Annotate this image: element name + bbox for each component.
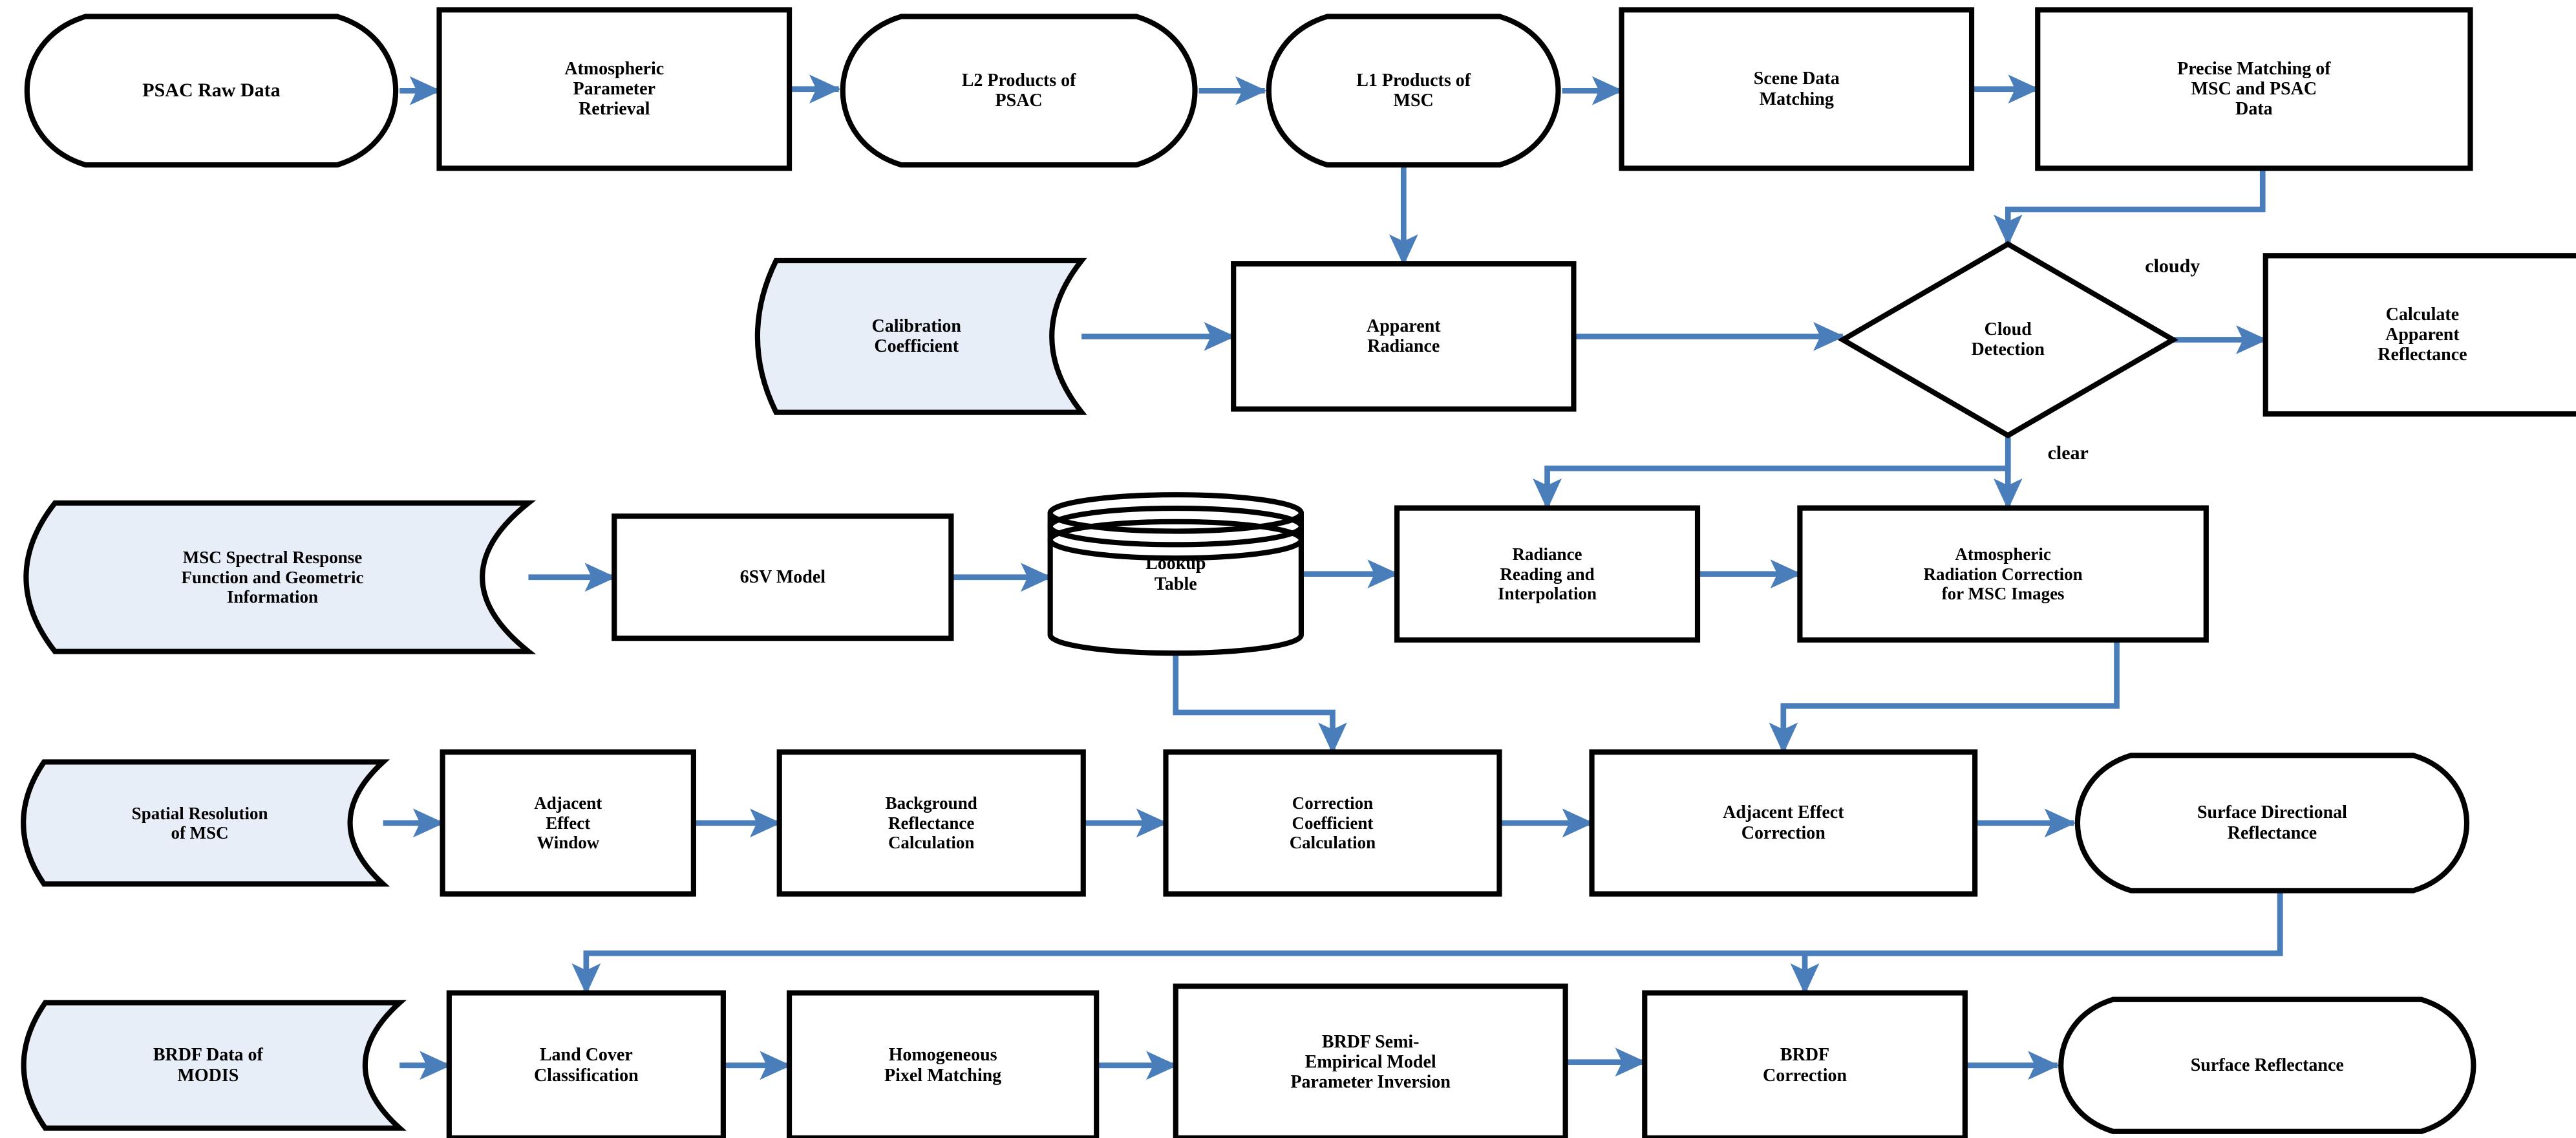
edges-layer: [383, 74, 2283, 1080]
node-adjacent-effect-win[interactable]: [440, 749, 696, 897]
node-brdf-correction[interactable]: [1642, 990, 1968, 1138]
node-surface-dir-refl[interactable]: [2074, 753, 2470, 894]
node-homog-pixel-match[interactable]: [786, 990, 1100, 1138]
nodes-layer: [21, 7, 2576, 1138]
node-brdf-semi-emp[interactable]: [1173, 983, 1568, 1138]
node-l2-products-psac[interactable]: [840, 14, 1198, 168]
node-land-cover-class[interactable]: [446, 990, 726, 1138]
node-surface-reflectance[interactable]: [2058, 996, 2476, 1134]
node-calibration-coeff[interactable]: [754, 257, 1087, 415]
node-psac-raw-data[interactable]: [24, 14, 399, 168]
edge-label-cloudy: cloudy: [2145, 255, 2200, 277]
node-scene-data-matching[interactable]: [1619, 7, 1975, 171]
edge-label-clear: clear: [2047, 442, 2089, 464]
node-sixsv-model[interactable]: [612, 513, 954, 641]
node-l1-products-msc[interactable]: [1266, 14, 1561, 168]
node-precise-matching[interactable]: [2035, 7, 2473, 171]
node-atmos-param-retrieval[interactable]: [436, 7, 793, 171]
node-lookup-table[interactable]: [1047, 492, 1304, 656]
node-apparent-radiance[interactable]: [1231, 261, 1577, 412]
node-adjacent-effect-corr[interactable]: [1589, 749, 1978, 897]
node-radiance-reading[interactable]: [1394, 505, 1701, 643]
node-brdf-data-modis[interactable]: [21, 1000, 407, 1131]
node-spatial-resolution[interactable]: [21, 759, 390, 887]
node-msc-spectral-resp[interactable]: [23, 500, 537, 654]
node-cloud-detection[interactable]: [1837, 241, 2178, 439]
node-background-refl-calc[interactable]: [776, 749, 1086, 897]
node-atmos-radiation-corr[interactable]: [1797, 505, 2209, 643]
node-correction-coeff-calc[interactable]: [1163, 749, 1502, 897]
node-calc-apparent-refl[interactable]: [2262, 253, 2576, 417]
